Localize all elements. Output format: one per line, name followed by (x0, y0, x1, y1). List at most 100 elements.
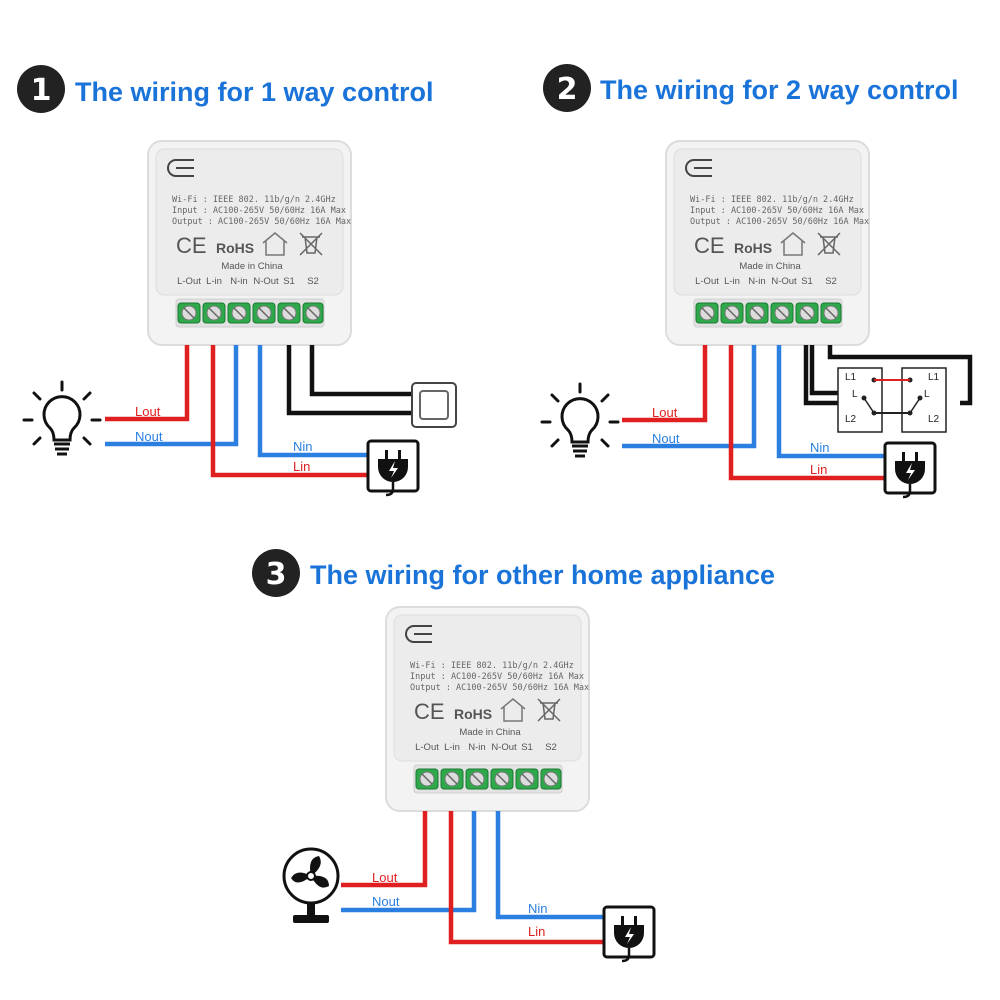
wire-lin (210, 345, 368, 478)
wire-lout (341, 811, 428, 888)
wire-s1 (286, 345, 412, 416)
section-title: The wiring for 2 way control (600, 75, 959, 105)
section-2: 2 The wiring for 2 way control Wi-Fi : I… (540, 64, 973, 499)
rohs-mark: RoHS (454, 706, 492, 722)
wire-lin (728, 345, 885, 481)
spec-wifi: Wi-Fi : IEEE 802. 11b/g/n 2.4GHz (690, 195, 854, 205)
section-3: 3 The wiring for other home appliance Wi… (252, 549, 775, 963)
wire-nin (776, 345, 885, 459)
section-title: The wiring for 1 way control (75, 77, 434, 107)
light-bulb-icon (540, 382, 620, 458)
wire-nout (341, 811, 477, 913)
number-badge-icon (252, 549, 300, 597)
switch-label-l2: L2 (928, 414, 940, 425)
terminal-labels: L-Out L-in N-in N-Out S1 S2 (415, 742, 557, 753)
terminal-label: S1 (801, 276, 813, 287)
spec-input: Input : AC100-265V 50/60Hz 16A Max (172, 206, 346, 216)
smart-switch-module: Wi-Fi : IEEE 802. 11b/g/n 2.4GHz Input :… (385, 606, 590, 812)
made-in-label: Made in China (459, 727, 521, 738)
wire-label-nout: Nout (372, 894, 400, 909)
spec-wifi: Wi-Fi : IEEE 802. 11b/g/n 2.4GHz (410, 661, 574, 671)
section-number: 3 (266, 557, 287, 592)
terminal-label: L-in (444, 742, 460, 753)
fan-icon (282, 847, 340, 923)
terminal-label: L-Out (415, 742, 439, 753)
wire-lout (105, 345, 190, 422)
smart-switch-module: Wi-Fi : IEEE 802. 11b/g/n 2.4GHz Input :… (665, 140, 870, 346)
terminal-label: S2 (825, 276, 837, 287)
made-in-label: Made in China (739, 261, 801, 272)
terminal-labels: L-Out L-in N-in N-Out S1 S2 (177, 276, 319, 287)
wire-lout (622, 345, 708, 423)
wire-label-nout: Nout (652, 431, 680, 446)
switch-label-l: L (924, 389, 930, 400)
wire-label-nin: Nin (293, 439, 313, 454)
wire-label-lin: Lin (810, 462, 827, 477)
wires (622, 345, 973, 481)
spec-output: Output : AC100-265V 50/60Hz 16A Max (690, 217, 869, 227)
wire-label-lin: Lin (293, 459, 310, 474)
terminal-label: N-Out (771, 276, 797, 287)
number-badge-icon (17, 65, 65, 113)
light-bulb-icon (22, 380, 102, 456)
ce-mark: CE (414, 699, 445, 724)
terminal-label: S1 (521, 742, 533, 753)
number-badge-icon (543, 64, 591, 112)
section-title: The wiring for other home appliance (310, 560, 775, 590)
section-number: 1 (31, 73, 52, 108)
rohs-mark: RoHS (216, 240, 254, 256)
ce-mark: CE (176, 233, 207, 258)
wire-label-nin: Nin (528, 901, 548, 916)
terminal-label: N-Out (491, 742, 517, 753)
wires (105, 345, 412, 478)
made-in-label: Made in China (221, 261, 283, 272)
smart-switch-module: Wi-Fi : IEEE 802. 11b/g/n 2.4GHz Input :… (147, 140, 352, 346)
terminal-label: S2 (545, 742, 557, 753)
two-way-switch-icon: L1 L L2 (901, 367, 947, 433)
rohs-mark: RoHS (734, 240, 772, 256)
terminal-label: L-in (724, 276, 740, 287)
power-plug-icon (602, 905, 656, 963)
power-plug-icon (883, 441, 937, 499)
terminal-label: L-in (206, 276, 222, 287)
wire-nout (105, 345, 239, 447)
wire-label-lout: Lout (652, 405, 678, 420)
spec-output: Output : AC100-265V 50/60Hz 16A Max (172, 217, 351, 227)
wire-label-lout: Lout (135, 404, 161, 419)
wire-label-nin: Nin (810, 440, 830, 455)
switch-label-l2: L2 (845, 414, 857, 425)
terminal-label: L-Out (695, 276, 719, 287)
terminal-label: S1 (283, 276, 295, 287)
terminal-labels: L-Out L-in N-in N-Out S1 S2 (695, 276, 837, 287)
wire-nout (622, 345, 757, 449)
wire-s2 (827, 345, 973, 406)
wire-s2 (309, 345, 412, 397)
switch-label-l1: L1 (845, 372, 857, 383)
wire-label-nout: Nout (135, 429, 163, 444)
wire-s2-branch (809, 345, 838, 396)
wire-nin (495, 811, 604, 920)
wire-lin (448, 811, 604, 945)
terminal-label: N-in (748, 276, 765, 287)
switch-label-l1: L1 (928, 372, 940, 383)
wall-switch-icon (411, 382, 457, 428)
wires (341, 811, 604, 945)
spec-input: Input : AC100-265V 50/60Hz 16A Max (410, 672, 584, 682)
terminal-label: N-in (468, 742, 485, 753)
section-number: 2 (557, 72, 578, 107)
wire-nin (257, 345, 368, 458)
terminal-label: S2 (307, 276, 319, 287)
terminal-label: L-Out (177, 276, 201, 287)
spec-input: Input : AC100-265V 50/60Hz 16A Max (690, 206, 864, 216)
section-1: 1 The wiring for 1 way control Wi-Fi : I… (17, 65, 457, 497)
ce-mark: CE (694, 233, 725, 258)
wire-s1 (803, 345, 838, 406)
power-plug-icon (366, 439, 420, 497)
spec-output: Output : AC100-265V 50/60Hz 16A Max (410, 683, 589, 693)
wire-label-lin: Lin (528, 924, 545, 939)
terminal-label: N-in (230, 276, 247, 287)
spec-wifi: Wi-Fi : IEEE 802. 11b/g/n 2.4GHz (172, 195, 336, 205)
terminal-label: N-Out (253, 276, 279, 287)
wire-label-lout: Lout (372, 870, 398, 885)
